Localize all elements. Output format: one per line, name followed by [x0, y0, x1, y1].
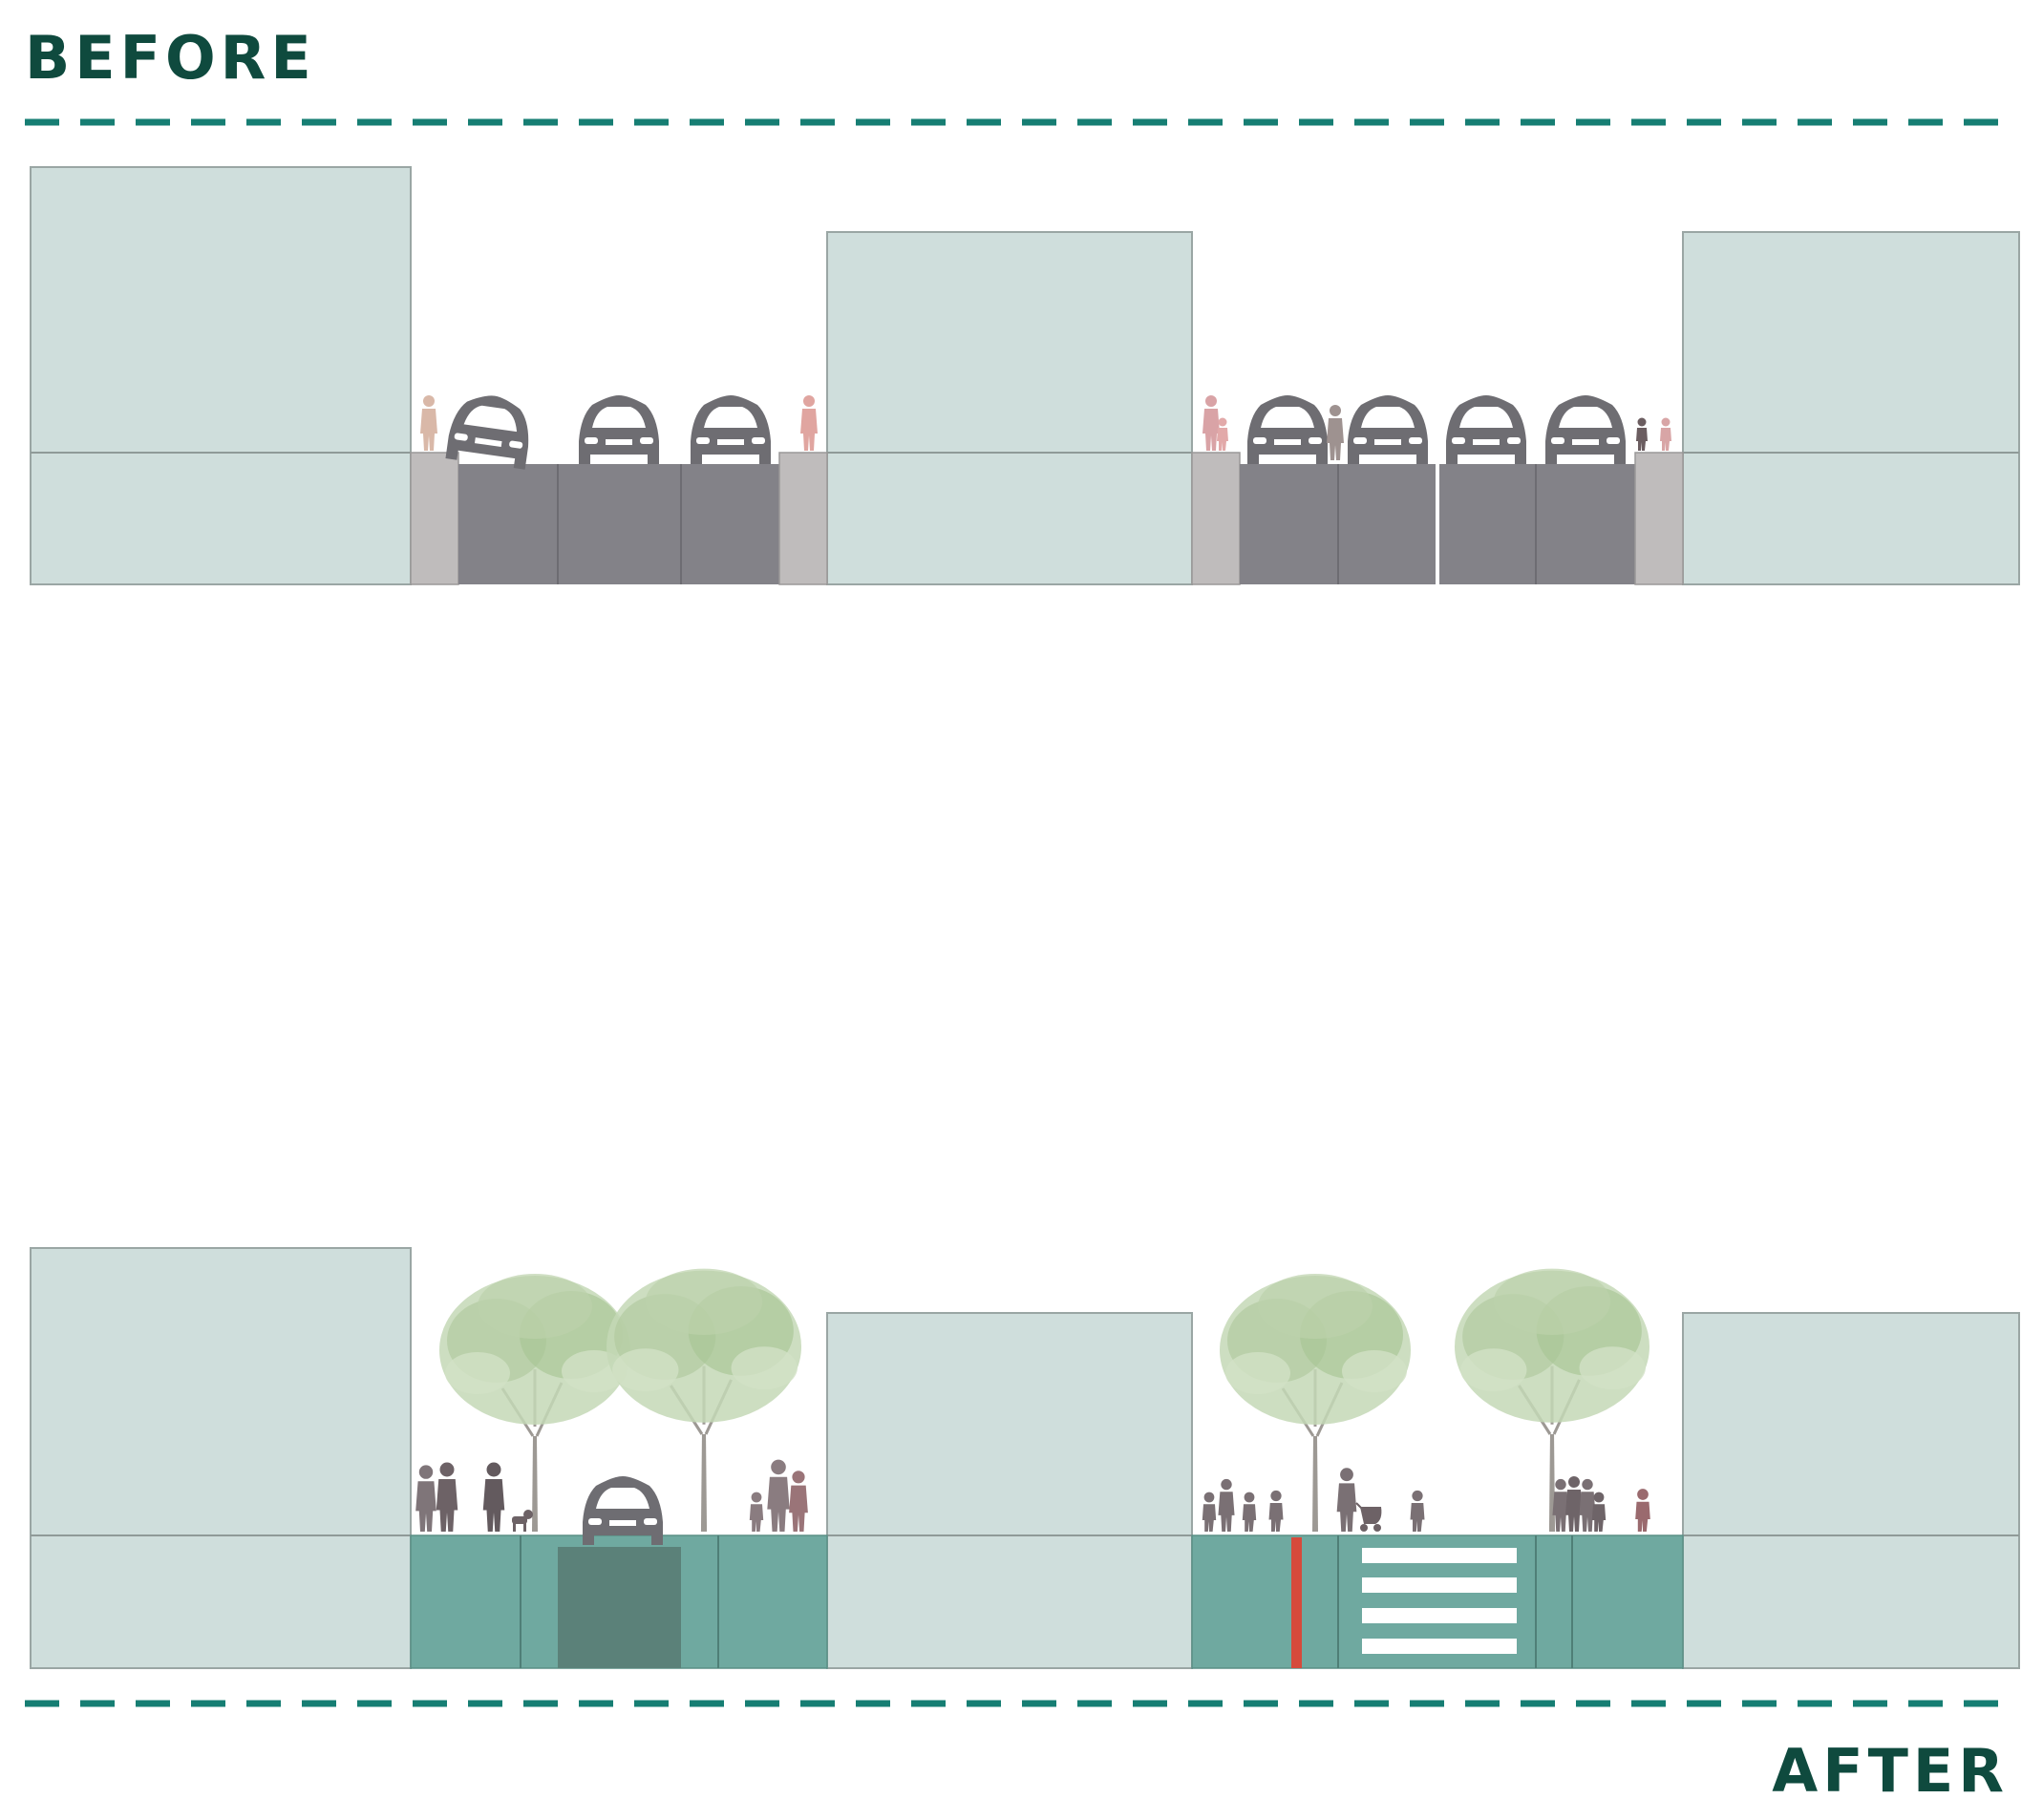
pedestrian-icon [1565, 1476, 1583, 1532]
building-left [30, 166, 412, 585]
building-middle [826, 231, 1193, 585]
pedestrian-icon [1635, 1489, 1650, 1532]
pedestrian-icon [1336, 1468, 1357, 1532]
sidewalk-before-2a [1191, 452, 1241, 585]
pedestrian-icon [800, 395, 818, 451]
pedestrian-icon [1591, 1492, 1607, 1532]
pedestrian-icon [1268, 1490, 1284, 1532]
car-icon [1247, 395, 1328, 464]
tree-icon [1453, 1267, 1651, 1534]
sidewalk-before-1a [410, 452, 459, 585]
pedestrian-icon [1202, 1492, 1217, 1532]
sidewalk-before-2b [1634, 452, 1684, 585]
pedestrian-icon [420, 395, 437, 451]
pedestrian-icon [1410, 1490, 1425, 1532]
pedestrian-icon [1636, 417, 1648, 451]
crosswalk-stripe [1362, 1548, 1517, 1563]
before-title: BEFORE [25, 23, 316, 93]
after-title: AFTER [1772, 1736, 2009, 1806]
building-right [1682, 231, 2020, 585]
pedestrian-icon [1218, 1478, 1235, 1532]
building-right-after [1682, 1312, 2020, 1669]
crosswalk-stripe [1362, 1639, 1517, 1654]
after-section [30, 1247, 2020, 1669]
car-icon [583, 1476, 663, 1545]
stroller-icon [1355, 1502, 1382, 1532]
pedestrian-icon [482, 1462, 505, 1532]
crosswalk-stripe [1362, 1608, 1517, 1623]
pedestrian-icon [1242, 1492, 1257, 1532]
car-icon [1348, 395, 1428, 464]
pedestrian-icon [1327, 405, 1344, 460]
building-middle-after [826, 1312, 1193, 1669]
pedestrian-icon [1217, 417, 1228, 451]
dog-icon [512, 1510, 533, 1532]
pedestrian-icon [1202, 395, 1220, 451]
pedestrian-icon [789, 1471, 808, 1532]
pedestrian-icon [436, 1462, 458, 1532]
pedestrian-icon [415, 1465, 436, 1532]
pedestrian-icon [767, 1459, 790, 1532]
road-before-1 [458, 464, 779, 584]
sidewalk-before-1b [778, 452, 828, 585]
before-section [30, 166, 2020, 585]
car-icon [1545, 395, 1626, 464]
pedestrian-icon [1660, 417, 1671, 451]
car-lane-after [558, 1547, 681, 1668]
crosswalk-stripe [1362, 1577, 1517, 1593]
car-icon [1446, 395, 1526, 464]
building-left-after [30, 1247, 412, 1669]
car-icon [579, 395, 659, 464]
pedestrian-icon [749, 1492, 764, 1532]
car-icon [691, 395, 771, 464]
bike-lane [1291, 1537, 1302, 1668]
